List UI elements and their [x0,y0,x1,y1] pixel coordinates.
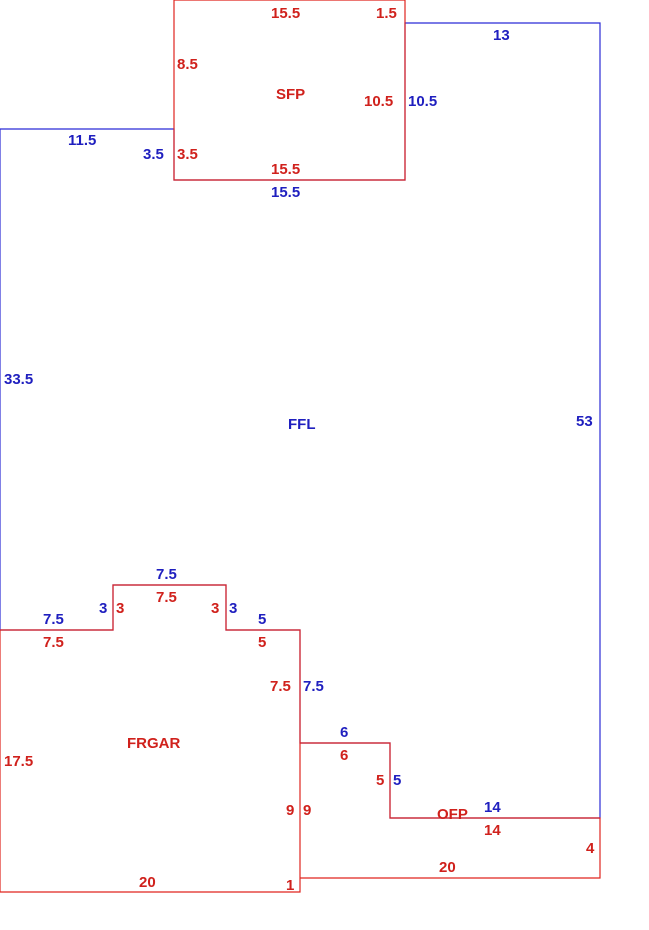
sfp-dim-bottom: 15.5 [271,161,300,178]
frgar-dim-bottom-right: 1 [286,877,294,894]
ffl-dim-bottom-right: 14 [484,799,501,816]
frgar-dim-notch-right-h: 5 [258,634,266,651]
ofp-dim-right: 4 [586,840,595,857]
ofp-dim-step-v: 5 [376,772,384,789]
frgar-outline [0,584,301,893]
sfp-dim-top-right: 1.5 [376,5,397,22]
ffl-dim-left: 33.5 [4,371,33,388]
frgar-dim-notch-right-v: 3 [211,600,219,617]
frgar-dim-left: 17.5 [4,753,33,770]
ffl-dim-gar-right: 7.5 [303,678,324,695]
ffl-dim-notch-top: 7.5 [156,566,177,583]
ofp-outline [300,742,601,879]
ofp-dim-top: 14 [484,822,501,839]
ffl-dim-notch-left-v: 3 [99,600,107,617]
frgar-dim-notch-left-h: 7.5 [43,634,64,651]
frgar-dim-bottom: 20 [139,874,156,891]
ffl-dim-sfp-left-gap: 3.5 [143,146,164,163]
frgar-area-name: FRGAR [127,735,180,752]
ffl-dim-notch-right-h: 5 [258,611,266,628]
frgar-dim-right-upper: 7.5 [270,678,291,695]
ofp-dim-left-inner: 9 [303,802,311,819]
sfp-dim-left: 8.5 [177,56,198,73]
ffl-dim-notch-right-v: 3 [229,600,237,617]
ffl-dim-top-right: 13 [493,27,510,44]
frgar-dim-notch-top: 7.5 [156,589,177,606]
ffl-dim-top-left: 11.5 [68,132,96,149]
sfp-outline [173,0,406,181]
frgar-dim-right-lower: 9 [286,802,294,819]
sfp-dim-right: 10.5 [364,93,393,110]
sfp-area-name: SFP [276,86,305,103]
ofp-dim-step-h: 6 [340,747,348,764]
ffl-dim-sfp-right: 10.5 [408,93,437,110]
ffl-dim-step-v: 5 [393,772,401,789]
ffl-dim-step-h: 6 [340,724,348,741]
ffl-dim-sfp-bottom: 15.5 [271,184,300,201]
sfp-dim-bottom-left: 3.5 [177,146,198,163]
ffl-area-name: FFL [288,416,316,433]
ofp-dim-bottom: 20 [439,859,456,876]
frgar-dim-notch-left-v: 3 [116,600,124,617]
sfp-dim-top: 15.5 [271,5,300,22]
ofp-area-name: OFP [437,806,468,823]
ffl-dim-notch-left-h: 7.5 [43,611,64,628]
ffl-dim-right: 53 [576,413,593,430]
